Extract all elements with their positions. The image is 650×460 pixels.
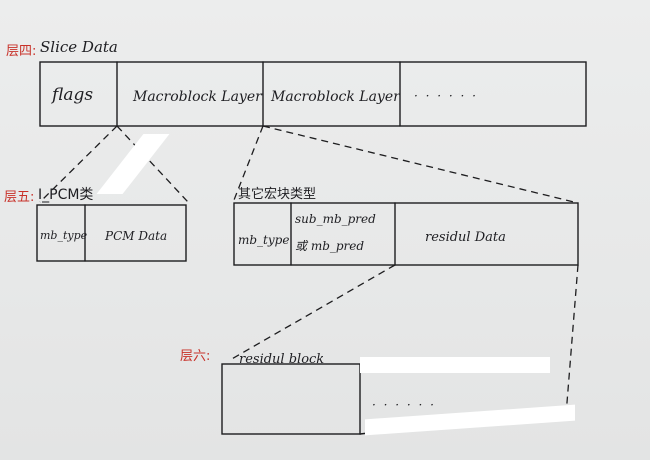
connector-line <box>116 125 189 203</box>
residual-block-title: residul block <box>239 352 325 367</box>
connector-line <box>39 125 118 203</box>
ipcm-title: I_PCM类 <box>38 187 94 203</box>
slice-data-title: Slice Data <box>40 38 118 56</box>
sub-mb-pred-label: sub_mb_pred <box>295 212 376 226</box>
layer6-tag: 层六: <box>180 349 211 364</box>
other-mb-title: 其它宏块类型 <box>238 187 317 202</box>
ellipsis-label: · · · · · · <box>372 398 436 412</box>
layer5-tag: 层五: <box>4 190 35 205</box>
ipcm-box <box>36 204 187 262</box>
connector-line <box>565 264 579 416</box>
layer4-tag: 层四: <box>6 44 37 59</box>
slice-data-box <box>39 61 587 127</box>
other-mb-type-label: mb_type <box>238 233 290 247</box>
macroblock-layer-label: Macroblock Layer <box>271 89 400 105</box>
ellipsis-label: · · · · · · <box>414 89 478 103</box>
connector-line <box>262 125 579 204</box>
ipcm-mb-type-label: mb_type <box>40 229 88 242</box>
connector-line <box>233 125 264 201</box>
other-mb-box <box>233 202 579 266</box>
macroblock-layer-label: Macroblock Layer <box>133 89 262 105</box>
residual-block-box <box>221 363 361 435</box>
pcm-data-label: PCM Data <box>105 229 168 243</box>
flags-label: flags <box>52 85 94 105</box>
residual-data-label: residul Data <box>425 230 506 245</box>
connector-line <box>229 264 396 361</box>
erasure-patch <box>360 357 550 373</box>
mb-pred-label: 或 mb_pred <box>295 239 365 253</box>
